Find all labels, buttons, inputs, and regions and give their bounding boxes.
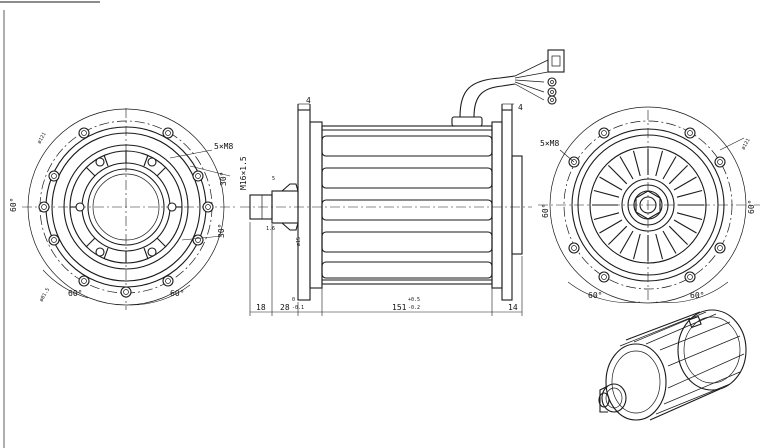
offset-label: 4 [306,96,311,105]
rear-fin [662,230,677,254]
key-label: 5 [272,176,275,182]
rear-fin [655,150,664,177]
dim-28-tolerance-upper: 0 [292,297,295,303]
motor-isometric-illustration [598,309,747,421]
front-angle-label: 60° [9,198,18,212]
rear-fin [593,212,620,221]
thread-callout: M16×1.5 [239,156,248,190]
rear-fin [599,219,623,234]
rear-angle-label: 60° [588,291,602,300]
front-diameter-label: ø121 [37,132,48,145]
rear-fin [668,225,688,245]
rear-fin [673,176,697,191]
dim-18: 18 [256,303,266,312]
front-angle-label: 60° [68,289,82,298]
rear-fin [608,165,628,185]
rear-fin [655,233,664,260]
dim-14: 14 [508,303,518,312]
rear-fin [593,189,620,198]
rear-view: 5×M8 60° 60° 60° 60° ø121 [538,106,760,304]
rear-angle-label: 60° [541,204,550,218]
rear-diameter-label: ø121 [741,138,752,151]
rear-fin [599,176,623,191]
flat-label: 1.6 [266,226,275,232]
front-angle-label: 30° [219,172,228,186]
dim-151-tolerance-lower: -0.2 [408,305,420,311]
front-diameter-label: ø81.5 [39,287,52,303]
rear-fin [619,230,634,254]
front-angle-label: 60° [170,289,184,298]
dim-151: 151 [392,303,407,312]
front-bolt-callout: 5×M8 [214,142,233,151]
rear-fin [676,189,703,198]
dim-28-tolerance: -0.1 [292,305,304,311]
rear-fin [668,165,688,185]
rear-fin [673,219,697,234]
rear-fin [676,212,703,221]
rear-fin [632,233,641,260]
front-angle-label: 30° [217,224,226,238]
side-view: 18 28 0 -0.1 151 +0.5 -0.2 14 4 4 M16×1.… [239,49,565,316]
rear-angle-label: 60° [690,291,704,300]
rear-bolt-callout: 5×M8 [540,139,559,148]
shaft-diameter-label: ø15 [296,237,302,246]
rear-fin [632,150,641,177]
rear-angle-label: 60° [747,200,756,214]
sheet-frame [0,1,100,448]
dim-151-tolerance-upper: +0.5 [408,297,420,303]
offset-label: 4 [518,103,523,112]
rear-fin [619,156,634,180]
dim-28: 28 [280,303,290,312]
rear-fin [608,225,628,245]
rear-fin [662,156,677,180]
front-view: 5×M8 60° 60° 60° 30° 30° ø121 ø81.5 [9,108,236,310]
